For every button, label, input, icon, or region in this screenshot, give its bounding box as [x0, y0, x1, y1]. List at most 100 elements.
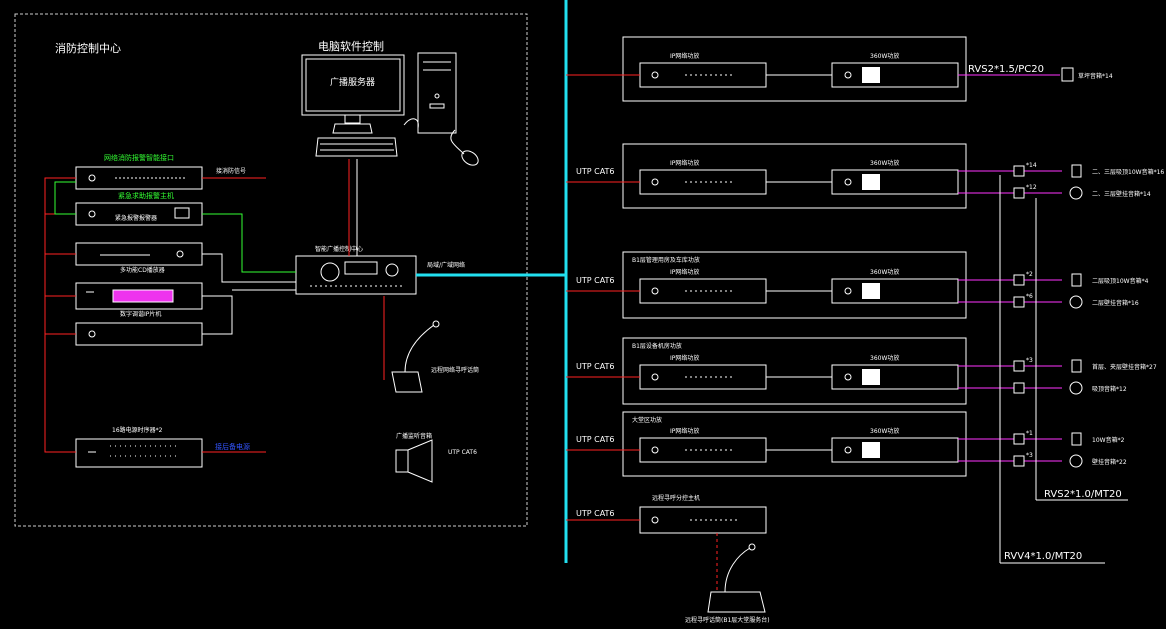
zone-cable-label: UTP CAT6	[576, 435, 615, 444]
ceiling-speaker-icon	[1071, 273, 1082, 287]
ceiling-speaker-icon	[1071, 432, 1082, 446]
power-amp-label: 360W功放	[870, 427, 899, 435]
paging-mic-label: 远程网络寻呼话筒	[431, 366, 479, 374]
power-amp-knob	[844, 373, 852, 381]
ip-amp-unit	[639, 364, 767, 390]
power-amp-label: 360W功放	[870, 52, 899, 60]
power-amp-label: 360W功放	[870, 268, 899, 276]
power-amp-label: 360W功放	[870, 354, 899, 362]
ip-amp-knob	[651, 373, 659, 381]
zone-cable-label: UTP CAT6	[576, 167, 615, 176]
power-amp-unit	[831, 169, 959, 195]
speaker-count-label: 草坪音箱*14	[1078, 72, 1113, 80]
zone-cable-label: UTP CAT6	[576, 362, 615, 371]
control-center-frame	[14, 13, 528, 527]
wall-speaker-icon	[1069, 381, 1083, 395]
zone-frame	[622, 251, 967, 319]
ip-amp-knob	[651, 71, 659, 79]
power-amp-meter	[862, 442, 880, 458]
remote-mic-icon	[707, 543, 766, 613]
server-label: 广播服务器	[330, 76, 375, 88]
paging-mic-icon	[391, 320, 440, 393]
speaker-mark: *2	[1026, 271, 1033, 278]
speaker-mark: *3	[1026, 357, 1033, 364]
power-amp-knob	[844, 178, 852, 186]
speaker-mark: *14	[1026, 162, 1037, 169]
junction-box-icon	[1013, 433, 1025, 445]
ceiling-speaker-icon	[1071, 359, 1082, 373]
ip-amp-unit	[639, 169, 767, 195]
wall-speaker-icon	[1069, 186, 1083, 200]
tower-icon	[417, 52, 457, 134]
wall-speaker-icon	[1069, 454, 1083, 468]
junction-box-icon	[1013, 274, 1025, 286]
mouse-icon	[450, 129, 479, 166]
zone-frame	[622, 411, 967, 477]
ip-amp-label: IP网络功放	[670, 159, 699, 167]
zone-label: B1层管理用房及车库功放	[632, 256, 700, 264]
junction-box-icon	[1013, 296, 1025, 308]
ip-amp-knob	[651, 287, 659, 295]
remote-paging-label: 远程寻呼分控主机	[652, 494, 700, 502]
junction-box-icon	[1013, 187, 1025, 199]
ip-tuner-label: 数字调谐IP片机	[120, 310, 161, 318]
monitor-cable-label: UTP CAT6	[448, 449, 477, 456]
emergency-host-label: 紧急求助报警主机	[118, 191, 174, 200]
fire-interface-label: 网络消防报警智能接口	[104, 153, 174, 162]
speaker-count-label: 二、三层壁挂音箱*14	[1092, 190, 1151, 198]
power-amp-knob	[844, 446, 852, 454]
emergency-box-label: 紧急报警报警器	[115, 214, 157, 222]
ceiling-speaker-icon	[1071, 164, 1082, 178]
speaker-count-label: 吸顶音箱*12	[1092, 385, 1127, 393]
zone-frame	[622, 143, 967, 209]
remote-paging-host	[639, 506, 767, 534]
timer-note-label: 接后备电源	[215, 442, 250, 451]
speaker-count-label: 首层、夹层壁挂音箱*27	[1092, 363, 1157, 371]
fire-signal-label: 接消防信号	[216, 167, 246, 175]
speaker-count-label: 二层吸顶10W音箱*4	[1092, 277, 1149, 285]
lawn-speaker-icon	[1061, 67, 1074, 82]
zone-wire-label: RVS2*1.5/PC20	[968, 64, 1044, 75]
ip-amp-label: IP网络功放	[670, 52, 699, 60]
main-host-label: 智能广播控制中心	[315, 245, 363, 253]
speaker-count-label: 壁挂音箱*22	[1092, 458, 1127, 466]
ip-amp-knob	[651, 178, 659, 186]
monitor-speaker-label: 广播监听音箱	[396, 432, 432, 440]
wire-bundles	[999, 175, 1128, 564]
zone-frame	[622, 337, 967, 405]
ip-amp-label: IP网络功放	[670, 268, 699, 276]
power-amp-label: 360W功放	[870, 159, 899, 167]
power-amp-unit	[831, 364, 959, 390]
ip-amp-knob	[651, 446, 659, 454]
keyboard-icon	[315, 137, 398, 157]
junction-box-icon	[1013, 455, 1025, 467]
ip-amp-label: IP网络功放	[670, 354, 699, 362]
power-amp-meter	[862, 67, 880, 83]
ip-amp-unit	[639, 437, 767, 463]
zone-cable-label: UTP CAT6	[576, 276, 615, 285]
monitor-speaker-icon	[395, 439, 433, 483]
speaker-mark: *6	[1026, 293, 1033, 300]
network-label: 局域/广域网络	[427, 261, 465, 269]
left-wiring	[44, 159, 385, 453]
ip-amp-unit	[639, 62, 767, 88]
remote-mic-label: 远程寻呼话筒(B1层大堂服务台)	[685, 616, 770, 624]
speaker-count-label: 二、三层吸顶10W音箱*16	[1092, 168, 1164, 176]
control-center-title: 消防控制中心	[55, 41, 121, 55]
wire-label-rvs2: RVS2*1.0/MT20	[1044, 489, 1122, 500]
cd-player-label: 多功能CD播放器	[120, 266, 165, 274]
wall-speaker-icon	[1069, 295, 1083, 309]
aux-unit	[75, 322, 203, 346]
speaker-mark: *12	[1026, 184, 1037, 191]
junction-box-icon	[1013, 165, 1025, 177]
ip-tuner-unit	[75, 282, 203, 310]
cd-player-unit	[75, 242, 203, 266]
fire-interface-unit	[75, 166, 203, 190]
zone-label: B1层设备机房功放	[632, 342, 682, 350]
power-amp-knob	[844, 71, 852, 79]
zone-label: 大堂区功放	[632, 416, 662, 424]
junction-box-icon	[1013, 382, 1025, 394]
monitor-icon	[301, 54, 405, 134]
remote-paging-cable-label: UTP CAT6	[576, 509, 615, 518]
